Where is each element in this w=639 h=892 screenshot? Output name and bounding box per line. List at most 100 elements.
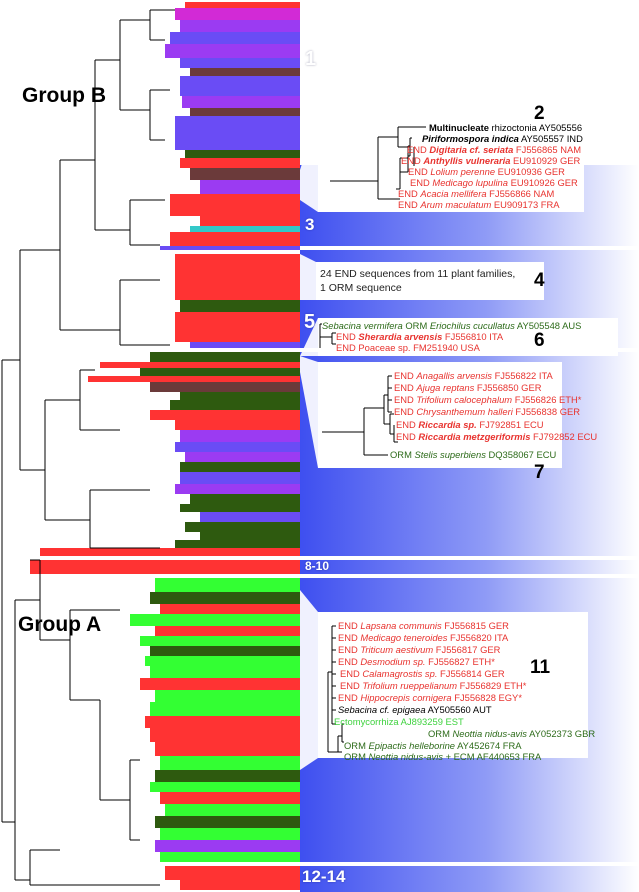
sequence-bar	[155, 626, 300, 636]
inset-11-line-4: END Desmodium sp. FJ556827 ETH*	[338, 656, 495, 667]
sequence-bar	[155, 578, 300, 592]
sequence-bar	[200, 512, 300, 522]
inset-11-line-5: END Calamagrostis sp. FJ556814 GER	[340, 668, 505, 679]
sequence-bar	[150, 782, 300, 792]
sequence-bar	[182, 96, 300, 108]
sequence-bar	[175, 116, 300, 150]
sequence-bar	[150, 702, 300, 716]
sequence-bar	[160, 604, 300, 614]
sequence-bar	[200, 216, 300, 226]
inset-clade-6: Sebacina vermifera ORM Eriochilus cucull…	[318, 318, 618, 356]
inset-7-line-6: END Riccardia metzgeriformis FJ792852 EC…	[396, 431, 598, 442]
group-a-label: Group A	[18, 613, 102, 636]
sequence-bar	[180, 504, 300, 512]
inset-2-line-8: END Arum maculatum EU909173 FRA	[398, 199, 560, 210]
inset-6-tree	[319, 323, 336, 348]
sequence-bar	[170, 232, 300, 246]
inset-11-line-2: END Medicago teneroides FJ556820 ITA	[338, 632, 509, 643]
inset-11-line-10: ORM Neottia nidus-avis AY052373 GBR	[428, 728, 596, 739]
inset-2-line-6: END Medicago lupulina EU910926 GER	[410, 177, 578, 188]
clade-3-label: 3	[305, 215, 315, 234]
panel-6-number: 6	[534, 330, 545, 351]
sequence-bar	[180, 20, 300, 32]
inset-2-tree	[330, 126, 426, 200]
sequence-bar	[40, 548, 300, 556]
sequence-bar	[185, 150, 300, 158]
sequence-bar	[150, 410, 300, 420]
sequence-bar	[155, 770, 300, 782]
sequence-bar	[160, 828, 300, 840]
clade-1-label: 1	[305, 48, 317, 70]
sequence-bar	[180, 300, 300, 312]
sequence-bar	[180, 58, 300, 68]
clade-5-label: 5	[304, 311, 316, 333]
sequence-bar	[175, 312, 300, 342]
sequence-bar	[150, 666, 300, 678]
inset-2-line-7: END Acacia mellifera FJ556866 NAM	[398, 188, 555, 199]
sequence-bars	[30, 2, 300, 890]
inset-2-line-4: END Anthyllis vulneraria EU910929 GER	[401, 155, 581, 166]
inset-2-line-3: END Digitaria cf. seriata FJ556865 NAM	[407, 144, 582, 155]
sequence-bar	[160, 852, 300, 862]
inset-clade-7: END Anagallis arvensis FJ556822 ITA END …	[318, 362, 597, 468]
sequence-bar	[180, 472, 300, 484]
inset-11-tree	[327, 625, 344, 753]
sequence-bar	[165, 804, 300, 816]
inset-11-line-11: ORM Epipactis helleborine AY452674 FRA	[344, 740, 522, 751]
sequence-bar	[170, 32, 300, 44]
sequence-bar	[200, 532, 300, 540]
clade-12-14-label: 12-14	[302, 867, 346, 886]
sequence-bar	[190, 168, 300, 180]
inset-11-line-1: END Lapsana communis FJ556815 GER	[338, 620, 509, 631]
sequence-bar	[190, 494, 300, 504]
panel-7-number: 7	[534, 462, 545, 483]
inset-11-line-6: END Trifolium rueppelianum FJ556829 ETH*	[340, 680, 527, 691]
sequence-bar	[160, 246, 300, 250]
tree-branches	[1, 9, 175, 886]
inset-6-line-3: END Poaceae sp. FM251940 USA	[336, 342, 480, 353]
sequence-bar	[165, 44, 300, 58]
sequence-bar	[190, 108, 300, 116]
group-b-label: Group B	[22, 84, 106, 107]
inset-2-line-5: END Lolium perenne EU910936 GER	[408, 166, 565, 177]
inset-clade-11: END Lapsana communis FJ556815 GER END Me…	[318, 612, 595, 762]
sequence-bar	[190, 342, 300, 348]
sequence-bar	[140, 368, 300, 376]
sequence-bar	[190, 226, 300, 232]
sequence-bar	[175, 484, 300, 494]
inset-7-line-5: END Riccardia sp. FJ792851 ECU	[396, 419, 544, 430]
sequence-bar	[190, 68, 300, 76]
sequence-bar	[165, 866, 300, 880]
inset-11-line-12: ORM Neottia nidus-avis + ECM AF440653 FR…	[344, 751, 542, 762]
sequence-bar	[100, 362, 300, 368]
inset-11-line-7: END Hippocrepis cornigera FJ556828 EGY*	[338, 692, 522, 703]
inset-4-line-1: 24 END sequences from 11 plant families,	[320, 268, 516, 280]
sequence-bar	[185, 2, 300, 8]
inset-6-line-2: END Sherardia arvensis FJ556810 ITA	[336, 331, 504, 342]
sequence-bar	[145, 716, 300, 728]
sequence-bar	[160, 792, 300, 804]
inset-7-line-3: END Trifolium calocephalum FJ556826 ETH*	[394, 394, 582, 405]
sequence-bar	[155, 690, 300, 702]
sequence-bar	[180, 430, 300, 442]
clade-8-10-label: 8-10	[305, 559, 330, 573]
inset-clade-2: Multinucleate rhizoctonia AY505556 Pirif…	[318, 114, 584, 212]
sequence-bar	[88, 376, 300, 382]
sequence-bar	[150, 382, 300, 392]
panel-2-number: 2	[534, 103, 545, 124]
sequence-bar	[160, 756, 300, 770]
sequence-bar	[130, 614, 300, 626]
inset-2-line-1: Multinucleate rhizoctonia AY505556	[429, 122, 583, 133]
inset-7-line-7: ORM Stelis superbiens DQ358067 ECU	[390, 449, 557, 460]
sequence-bar	[185, 452, 300, 462]
inset-7-line-2: END Ajuga reptans FJ556850 GER	[394, 382, 542, 393]
sequence-bar	[30, 560, 300, 574]
sequence-bar	[150, 646, 300, 656]
sequence-bar	[175, 8, 300, 20]
inset-7-line-1: END Anagallis arvensis FJ556822 ITA	[394, 370, 553, 381]
sequence-bar	[180, 76, 300, 96]
sequence-bar	[140, 636, 300, 646]
sequence-bar	[170, 400, 300, 410]
panel-4-number: 4	[534, 270, 545, 291]
inset-6-line-1: Sebacina vermifera ORM Eriochilus cucull…	[322, 320, 582, 331]
